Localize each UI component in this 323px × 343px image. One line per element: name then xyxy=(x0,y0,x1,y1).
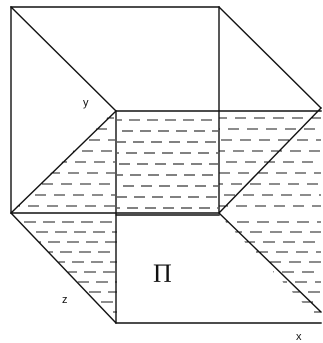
axis-label-z: z xyxy=(62,294,68,306)
liquid-hatch-back xyxy=(117,119,218,209)
edge-diagonal-bottom-left xyxy=(10,212,117,324)
axis-label-y: y xyxy=(83,97,89,109)
edge-diagonal-bottom-right xyxy=(218,212,322,313)
plane-label: Π xyxy=(153,259,172,288)
edge-diagonal-top-left xyxy=(10,6,117,112)
liquid-surface-right xyxy=(218,107,322,214)
axis-label-x: x xyxy=(296,331,302,343)
cube-edges xyxy=(10,6,322,324)
edge-diagonal-top-right xyxy=(218,6,322,109)
liquid-surface-left xyxy=(10,110,117,214)
